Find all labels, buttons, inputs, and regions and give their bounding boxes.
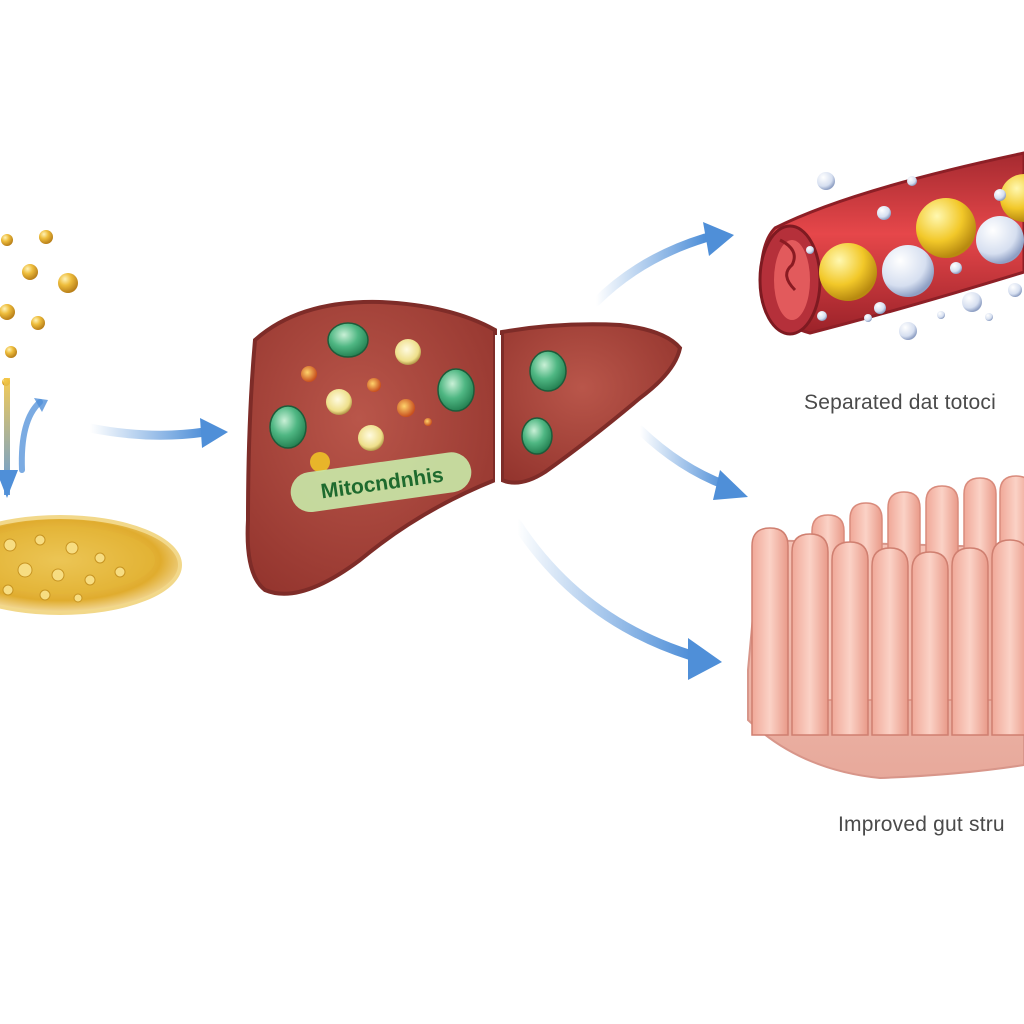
- pool-droplets: [2, 534, 126, 603]
- villus: [751, 527, 789, 736]
- gut-caption: Improved gut stru: [838, 813, 1005, 836]
- blood-vessel: [758, 151, 1024, 340]
- blood-vessel-caption: Separated dat totoci: [804, 391, 996, 414]
- return-arrow-icon: [18, 399, 43, 473]
- villus: [831, 541, 869, 736]
- fat-stream: [4, 378, 10, 495]
- liver-right-lobe: [500, 322, 683, 485]
- liver: Mitocndnhis: [245, 299, 683, 596]
- gut-villi: [747, 475, 1024, 780]
- villus: [791, 533, 829, 736]
- fat-globules: [819, 174, 1024, 301]
- arrow-to-liver: [85, 418, 228, 448]
- arrow-to-gut-lower: [512, 519, 722, 680]
- mitochondria-cells: [269, 322, 567, 472]
- villus: [911, 551, 949, 736]
- fat-source-group: [0, 230, 182, 615]
- fat-droplets: [0, 230, 78, 386]
- villus: [991, 539, 1024, 736]
- down-arrow-icon: [0, 470, 18, 498]
- bubbles: [806, 172, 1022, 340]
- arrow-to-gut-upper: [635, 425, 748, 500]
- villus: [951, 547, 989, 736]
- villus: [871, 547, 909, 736]
- arrow-to-blood-vessel: [591, 222, 734, 307]
